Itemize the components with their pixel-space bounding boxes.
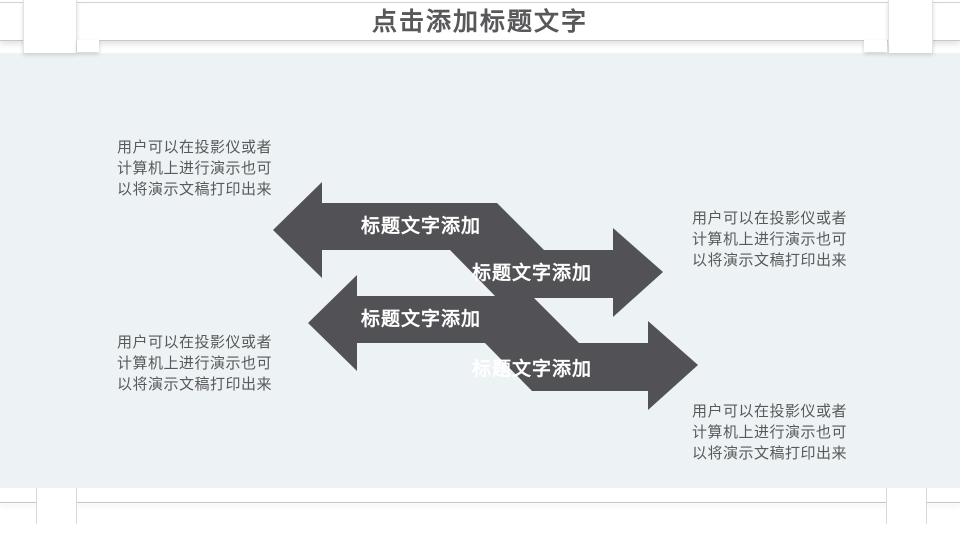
arrow-label-1[interactable]: 标题文字添加 [361, 216, 482, 237]
zigzag-arrow-band-bottom[interactable] [308, 275, 698, 410]
description-top-left[interactable]: 用户可以在投影仪或者计算机上进行演示也可以将演示文稿打印出来 [116, 139, 272, 198]
frame-strip-top-left [23, 0, 77, 53]
frame-strip-bottom-right [886, 488, 927, 524]
zigzag-arrow-band-top[interactable] [273, 182, 663, 317]
top-border-line [0, 2, 960, 3]
description-bottom-left[interactable]: 用户可以在投影仪或者计算机上进行演示也可以将演示文稿打印出来 [116, 334, 272, 393]
frame-strip-top-right [888, 0, 933, 53]
title-band [0, 0, 960, 41]
bottom-border-line [0, 502, 960, 503]
description-bottom-right[interactable]: 用户可以在投影仪或者计算机上进行演示也可以将演示文稿打印出来 [692, 403, 848, 462]
frame-tab-top-right [864, 40, 887, 52]
arrow-label-2[interactable]: 标题文字添加 [472, 263, 593, 284]
frame-tab-top-left [77, 40, 99, 52]
description-top-right[interactable]: 用户可以在投影仪或者计算机上进行演示也可以将演示文稿打印出来 [692, 210, 848, 269]
arrow-label-3[interactable]: 标题文字添加 [361, 309, 482, 330]
frame-strip-bottom-left [36, 488, 77, 524]
arrow-label-4[interactable]: 标题文字添加 [472, 359, 593, 380]
slide-title[interactable]: 点击添加标题文字 [371, 8, 588, 36]
